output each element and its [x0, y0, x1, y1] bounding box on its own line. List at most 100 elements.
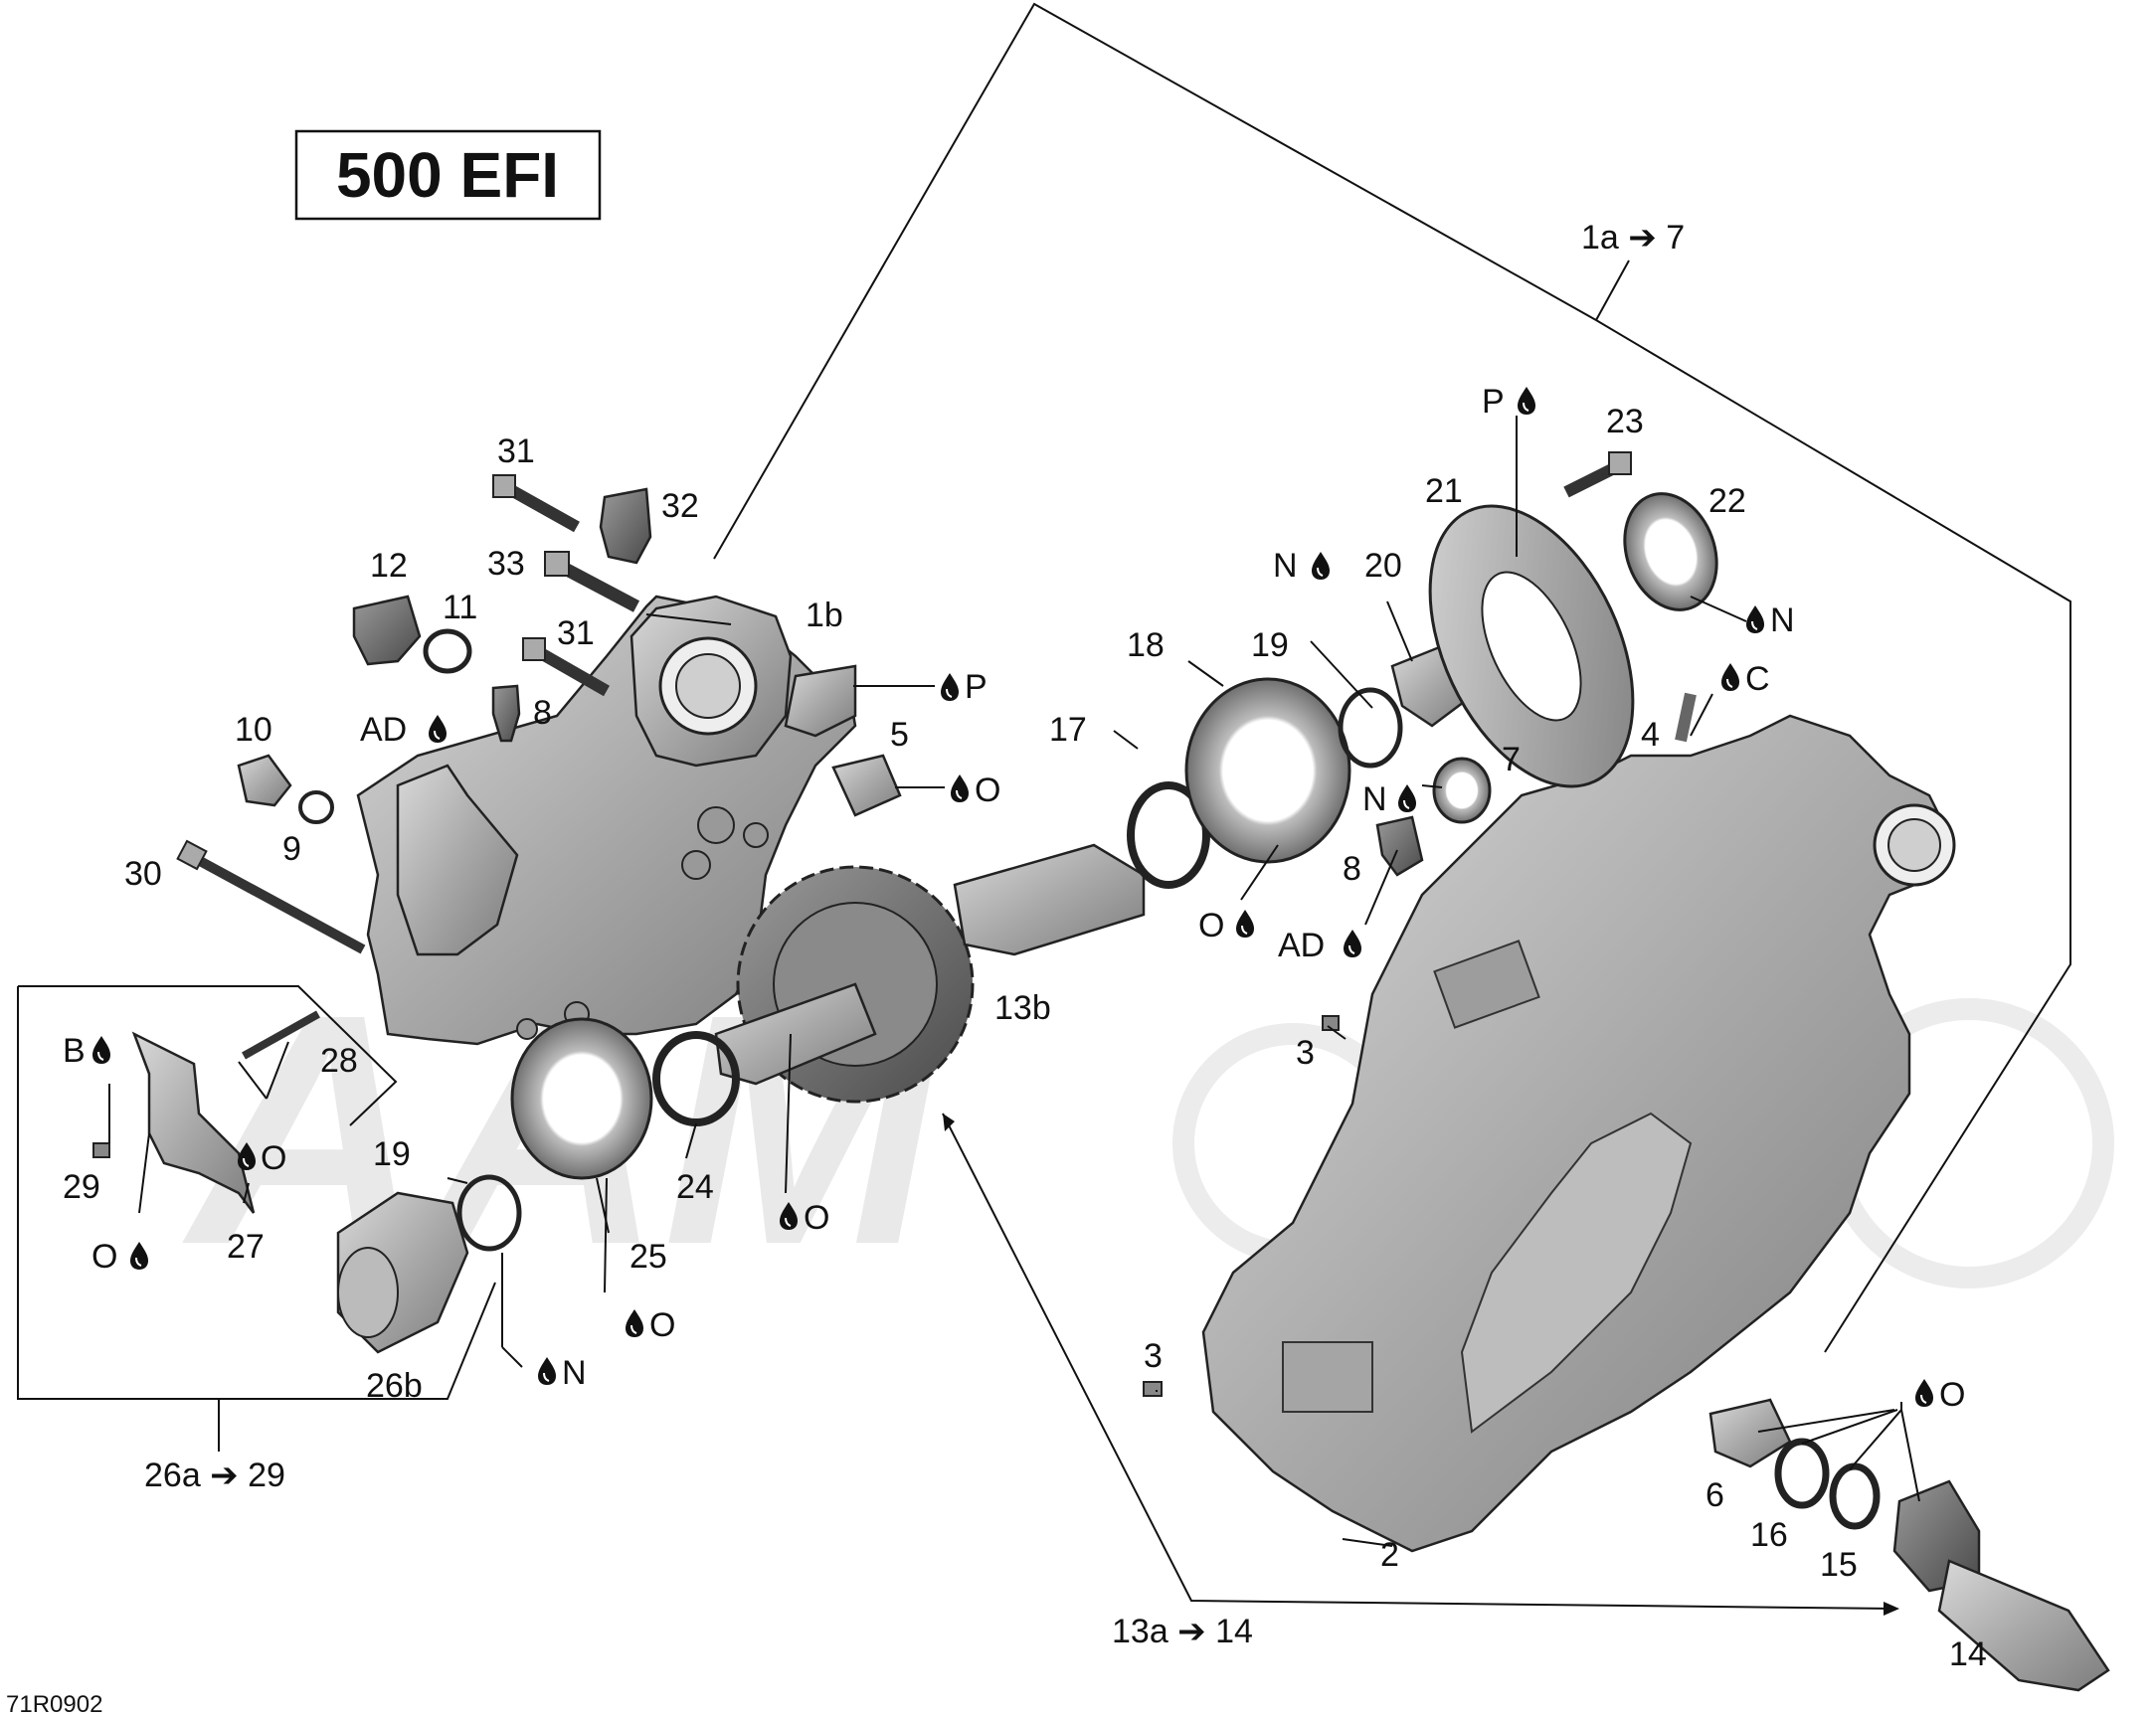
- oil-drop-icon: [1397, 783, 1417, 813]
- svg-text:P: P: [1482, 383, 1505, 421]
- svg-text:N: N: [1362, 780, 1387, 818]
- oring-19-left: [456, 1174, 522, 1252]
- lube-AD-8b: AD: [1278, 927, 1362, 964]
- callout-9: 9: [282, 830, 301, 868]
- oring-9: [298, 790, 334, 824]
- svg-text:O: O: [975, 772, 1000, 809]
- vent-8-left: [491, 684, 521, 743]
- lube-N-19b: N: [537, 1354, 587, 1392]
- lube-O-27: O: [237, 1139, 286, 1177]
- callout-29: 29: [63, 1168, 100, 1206]
- callout-18: 18: [1127, 626, 1165, 664]
- callout-10: 10: [235, 711, 272, 749]
- svg-text:O: O: [1939, 1376, 1965, 1414]
- leader-lines: [108, 416, 1920, 1547]
- assembly-bracket-26a-29: [17, 985, 496, 1452]
- oil-drop-icon: [1720, 662, 1740, 692]
- callout-4: 4: [1641, 716, 1660, 754]
- callout-20: 20: [1364, 547, 1402, 585]
- callout-27: 27: [227, 1228, 265, 1266]
- callout-24: 24: [676, 1168, 714, 1206]
- bolt-30: [176, 839, 366, 954]
- callout-21: 21: [1425, 472, 1463, 510]
- oil-drop-icon: [625, 1308, 644, 1338]
- oring-19-right: [1338, 687, 1403, 769]
- lube-N-7: N: [1362, 780, 1417, 818]
- callout-11: 11: [443, 589, 477, 626]
- callout-12: 12: [370, 547, 408, 585]
- bearing-18: [1184, 677, 1351, 864]
- bolt-33: [544, 551, 640, 612]
- lube-markers: P P N N N N C O O O O O O O AD AD B: [63, 383, 1965, 1414]
- callout-22: 22: [1708, 482, 1746, 520]
- svg-text:N: N: [1770, 601, 1795, 639]
- callout-33: 33: [487, 545, 525, 583]
- callout-1a-7: 1a ➔ 7: [1581, 219, 1685, 257]
- lube-P-top: P: [1482, 383, 1536, 421]
- svg-text:O: O: [1198, 907, 1224, 944]
- callout-31-bottom: 31: [557, 614, 595, 652]
- pin-29: [92, 1142, 110, 1158]
- svg-text:O: O: [91, 1238, 117, 1276]
- svg-text:N: N: [1273, 547, 1298, 585]
- lube-N-20: N: [1273, 547, 1331, 585]
- seal-7: [1432, 757, 1492, 824]
- assembly-bracket-13a-14: [942, 1113, 1899, 1616]
- shift-fork-27: [131, 1031, 256, 1214]
- bolt-31-bottom: [522, 637, 610, 697]
- oil-drop-icon: [537, 1356, 557, 1386]
- plug-12: [352, 595, 422, 666]
- dowel-3-lower: [1143, 1381, 1163, 1397]
- callout-7: 7: [1502, 741, 1521, 778]
- svg-text:P: P: [965, 668, 988, 706]
- callout-15: 15: [1820, 1546, 1858, 1584]
- bearing-cover-21: [1428, 504, 1635, 788]
- washer-16: [1774, 1438, 1830, 1509]
- dowel-4: [1675, 692, 1697, 743]
- lube-O-5: O: [950, 772, 1000, 809]
- svg-text:O: O: [804, 1199, 829, 1237]
- callout-2: 2: [1380, 1536, 1399, 1574]
- callout-19-right: 19: [1251, 626, 1289, 664]
- bushing-6: [1708, 1398, 1792, 1468]
- left-housing-1b: [356, 595, 857, 1046]
- oil-drop-icon: [91, 1035, 111, 1065]
- callout-26b: 26b: [366, 1367, 423, 1405]
- oil-drop-icon: [1517, 386, 1536, 416]
- svg-text:500 EFI: 500 EFI: [336, 139, 559, 211]
- dowel-3-upper: [1322, 1015, 1340, 1031]
- model-badge: 500 EFI: [294, 129, 602, 221]
- lube-P-left: P: [940, 668, 988, 706]
- callout-3-lower: 3: [1144, 1337, 1163, 1375]
- lube-O-13b: O: [779, 1199, 829, 1237]
- lube-O-27b: O: [91, 1238, 149, 1276]
- bushing-5: [831, 754, 902, 817]
- callout-26a-29: 26a ➔ 29: [144, 1457, 285, 1494]
- callout-19-left: 19: [373, 1135, 411, 1173]
- svg-text:O: O: [261, 1139, 286, 1177]
- assembly-bracket-1a-7: [713, 2, 2071, 1353]
- svg-text:AD: AD: [1278, 927, 1325, 964]
- callout-30: 30: [124, 855, 162, 893]
- callout-25: 25: [629, 1238, 667, 1276]
- lube-AD-8a: AD: [360, 711, 448, 749]
- oil-drop-icon: [1343, 929, 1362, 958]
- gear-shaft-13b: [714, 843, 1146, 1104]
- callout-28: 28: [320, 1042, 358, 1080]
- plug-10: [237, 754, 292, 807]
- bolt-31-top: [492, 474, 580, 533]
- pinion-shaft-14: [1892, 1479, 2110, 1692]
- pin-28: [242, 1010, 320, 1060]
- svg-text:C: C: [1745, 660, 1770, 698]
- callout-6: 6: [1706, 1476, 1724, 1514]
- callout-13a-14: 13a ➔ 14: [1112, 1613, 1253, 1650]
- oil-drop-icon: [940, 672, 960, 702]
- callout-14: 14: [1949, 1635, 1987, 1673]
- lube-O-25: O: [625, 1306, 675, 1344]
- lube-B-29: B: [63, 1032, 111, 1070]
- callout-8-left: 8: [533, 694, 552, 732]
- callouts: 1a ➔ 7 1b 2 3 3 4 5 6 7 8 8 9 10 11 12 1…: [63, 219, 1987, 1673]
- oil-drop-icon: [1235, 909, 1255, 939]
- lube-C-4: C: [1720, 660, 1770, 698]
